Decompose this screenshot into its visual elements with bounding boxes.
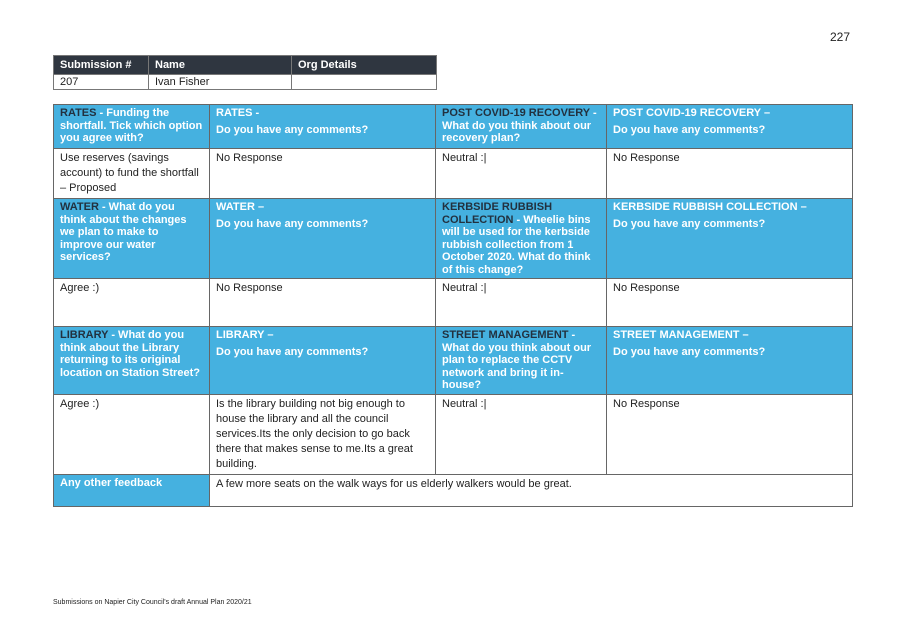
question-topic: STREET MANAGEMENT: [442, 329, 569, 341]
answer-cell: No Response: [606, 394, 853, 475]
answer-cell: No Response: [209, 278, 436, 327]
question-text: POST COVID-19 RECOVERY –: [613, 107, 771, 119]
answer-row: Use reserves (savings account) to fund t…: [53, 148, 853, 199]
question-text: - Wheelie bins will be used for the kerb…: [442, 213, 591, 276]
question-text: LIBRARY –: [216, 329, 274, 341]
question-text: - What do you think about the changes we…: [60, 201, 187, 263]
question-text: - What do you think about our plan to re…: [442, 329, 592, 391]
question-header: POST COVID-19 RECOVERY - What do you thi…: [435, 104, 607, 149]
question-row: WATER - What do you think about the chan…: [53, 198, 853, 279]
question-header: KERBSIDE RUBBISH COLLECTION – Do you have…: [606, 198, 853, 279]
question-topic: WATER: [60, 201, 99, 213]
footer: Submissions on Napier City Council's dra…: [53, 599, 252, 606]
question-header: POST COVID-19 RECOVERY – Do you have any …: [606, 104, 853, 149]
answer-cell: Neutral :|: [435, 394, 607, 475]
question-subtext: Do you have any comments?: [216, 123, 369, 136]
answer-cell: Use reserves (savings account) to fund t…: [53, 148, 210, 199]
question-header: KERBSIDE RUBBISH COLLECTION - Wheelie bi…: [435, 198, 607, 279]
question-text: - Funding the shortfall. Tick which opti…: [60, 107, 203, 144]
question-subtext: Do you have any comments?: [613, 123, 766, 136]
question-row: LIBRARY - What do you think about the Li…: [53, 326, 853, 395]
page-number: 227: [830, 30, 851, 44]
answer-cell: Neutral :|: [435, 148, 607, 199]
question-text: KERBSIDE RUBBISH COLLECTION –: [613, 201, 807, 213]
question-topic: LIBRARY: [60, 329, 109, 341]
submitter-name: Ivan Fisher: [148, 74, 292, 90]
answer-cell: Neutral :|: [435, 278, 607, 327]
question-header: LIBRARY - What do you think about the Li…: [53, 326, 210, 395]
answer-cell: No Response: [209, 148, 436, 199]
answer-cell: No Response: [606, 148, 853, 199]
question-header: STREET MANAGEMENT - What do you think ab…: [435, 326, 607, 395]
question-subtext: Do you have any comments?: [216, 217, 369, 230]
question-text: WATER –: [216, 201, 265, 213]
answer-cell: Is the library building not big enough t…: [209, 394, 436, 475]
question-header: WATER - What do you think about the chan…: [53, 198, 210, 279]
other-feedback-value: A few more seats on the walk ways for us…: [209, 474, 853, 507]
org-header: Org Details: [291, 55, 437, 75]
question-header: RATES - Funding the shortfall. Tick whic…: [53, 104, 210, 149]
question-subtext: Do you have any comments?: [216, 345, 369, 358]
submission-table: Submission # Name Org Details 207 Ivan F…: [53, 55, 437, 90]
question-header: WATER – Do you have any comments?: [209, 198, 436, 279]
question-subtext: Do you have any comments?: [613, 217, 766, 230]
question-text: - What do you think about our recovery p…: [442, 107, 597, 144]
question-topic: KERBSIDE RUBBISH COLLECTION: [442, 201, 553, 226]
other-feedback-label: Any other feedback: [53, 474, 210, 507]
submission-number: 207: [53, 74, 149, 90]
question-topic: RATES: [60, 107, 97, 119]
question-text: - What do you think about the Library re…: [60, 329, 200, 379]
answer-cell: Agree :): [53, 278, 210, 327]
question-text: STREET MANAGEMENT –: [613, 329, 749, 341]
question-topic: POST COVID-19 RECOVERY: [442, 107, 590, 119]
question-header: STREET MANAGEMENT – Do you have any comme…: [606, 326, 853, 395]
name-header: Name: [148, 55, 292, 75]
question-header: RATES - Do you have any comments?: [209, 104, 436, 149]
responses-table: RATES - Funding the shortfall. Tick whic…: [53, 104, 853, 507]
submission-header: Submission #: [53, 55, 149, 75]
org-details: [291, 74, 437, 90]
question-header: LIBRARY – Do you have any comments?: [209, 326, 436, 395]
answer-row: Agree :)Is the library building not big …: [53, 394, 853, 475]
answer-cell: No Response: [606, 278, 853, 327]
answer-cell: Agree :): [53, 394, 210, 475]
question-text: RATES -: [216, 107, 260, 119]
other-feedback-row: Any other feedback A few more seats on t…: [53, 474, 853, 507]
question-subtext: Do you have any comments?: [613, 345, 766, 358]
question-row: RATES - Funding the shortfall. Tick whic…: [53, 104, 853, 149]
